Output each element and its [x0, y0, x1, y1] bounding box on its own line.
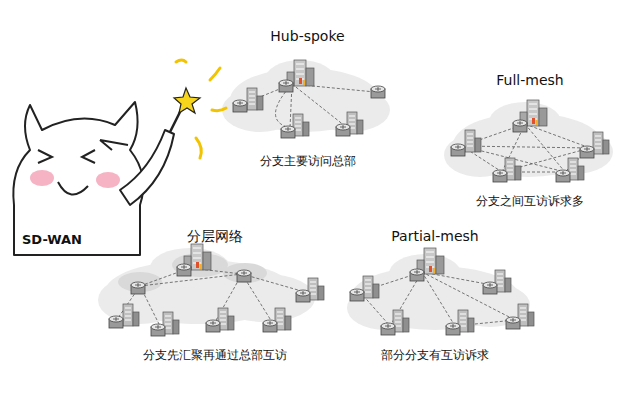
topology-caption: 分支先汇聚再通过总部互访: [95, 347, 335, 364]
topology-caption: 部分分支有互访诉求: [340, 347, 530, 364]
topology-partial-mesh: Partial-mesh 部分分支有互访诉求: [340, 228, 530, 364]
topology-title: Partial-mesh: [340, 228, 530, 244]
topology-caption: 分支主要访问总部: [225, 153, 390, 170]
topology-caption: 分支之间互访诉求多: [445, 193, 615, 210]
topology-hierarchical: 分层网络分支先汇聚再通过总部互访: [95, 228, 335, 364]
topology-title: Full-mesh: [445, 72, 615, 88]
topology-title: Hub-spoke: [225, 28, 390, 44]
topology-hub-spoke: Hub-spoke 分支主要访问总部: [225, 28, 390, 170]
mascot-label: SD-WAN: [22, 232, 82, 247]
topology-title: 分层网络: [95, 228, 335, 246]
topology-full-mesh: Full-mesh 分支之间互访诉求多: [445, 72, 615, 210]
